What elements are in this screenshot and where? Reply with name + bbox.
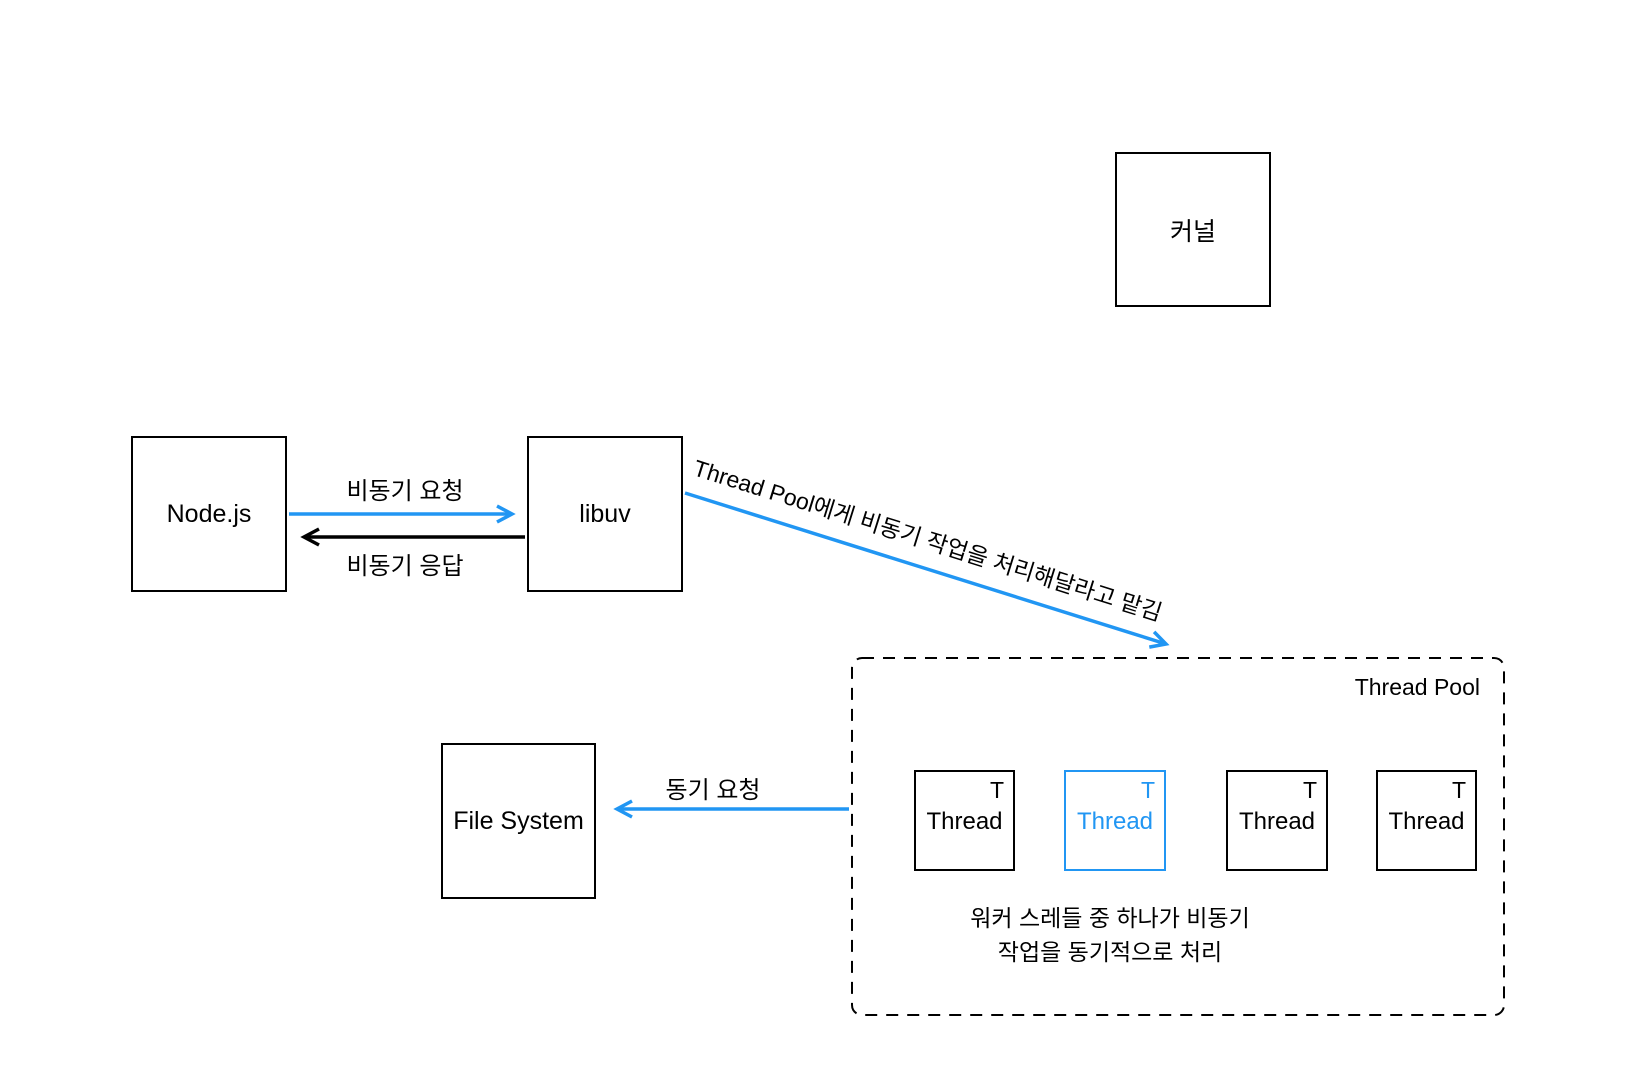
libuv-box: libuv <box>527 436 683 592</box>
thread-pool-boundary <box>851 657 1505 1016</box>
thread-3-badge: T <box>1302 777 1317 803</box>
thread-box-2-active: T Thread <box>1064 770 1166 871</box>
caption-line-1: 워커 스레들 중 하나가 비동기 <box>970 905 1250 931</box>
thread-1-label: Thread <box>926 808 1003 835</box>
thread-1-badge: T <box>989 777 1004 803</box>
thread-box-3: T Thread <box>1226 770 1328 871</box>
async-request-label: 비동기 요청 <box>346 478 464 505</box>
filesystem-label: File System <box>453 806 584 835</box>
thread-box-1: T Thread <box>914 770 1015 871</box>
thread-4-label: Thread <box>1388 808 1465 835</box>
thread-pool-title: Thread Pool <box>1354 674 1480 700</box>
thread-box-4: T Thread <box>1376 770 1477 871</box>
delegate-arrow <box>684 491 1170 649</box>
thread-4-badge: T <box>1451 777 1466 803</box>
async-response-label: 비동기 응답 <box>346 553 464 580</box>
caption-line-2: 작업을 동기적으로 처리 <box>997 939 1223 965</box>
thread-2-badge: T <box>1140 777 1155 803</box>
nodejs-box: Node.js <box>131 436 287 592</box>
nodejs-label: Node.js <box>166 499 252 528</box>
sync-request-label: 동기 요청 <box>665 777 761 804</box>
libuv-label: libuv <box>579 499 631 528</box>
filesystem-box: File System <box>441 743 596 899</box>
thread-2-label: Thread <box>1076 808 1154 835</box>
thread-3-label: Thread <box>1238 808 1316 835</box>
kernel-label: 커널 <box>1169 217 1216 246</box>
kernel-box: 커널 <box>1115 152 1271 307</box>
thread-pool-caption: 워커 스레들 중 하나가 비동기 작업을 동기적으로 처리 <box>910 901 1310 969</box>
